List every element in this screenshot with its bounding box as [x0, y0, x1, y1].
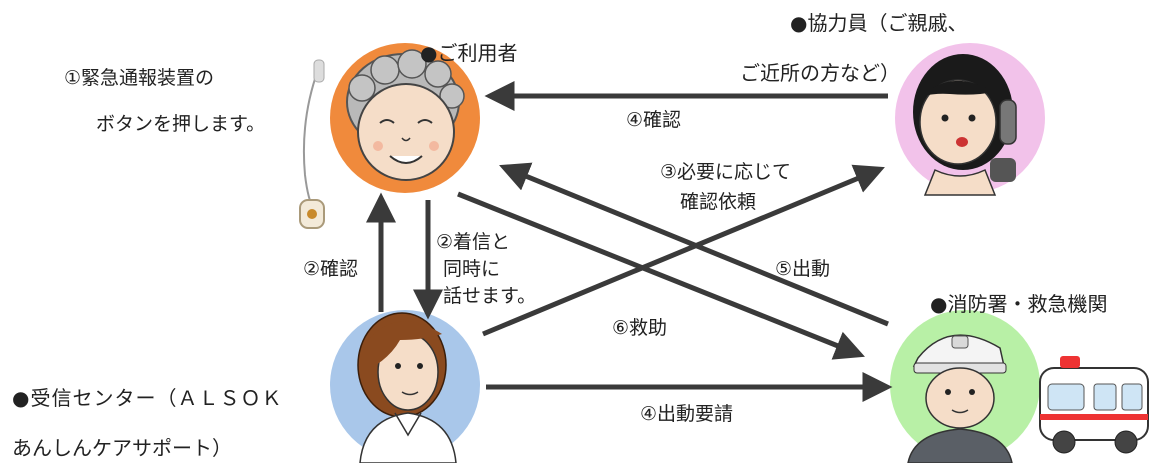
step-incoming-line-3: 話せます。 — [443, 285, 537, 307]
fire-label: ●消防署・救急機関 — [930, 292, 1108, 316]
user-label: ●ご利用者 — [420, 41, 518, 65]
arrow-center-to-cooperator — [482, 164, 885, 337]
note-line-2: ボタンを押します。 — [96, 113, 266, 135]
center-label-line-2: あんしんケアサポート） — [12, 436, 232, 460]
step-confirm-from-cooperator: ④確認 — [626, 109, 682, 131]
step-rescue: ⑥救助 — [612, 317, 668, 339]
arrow-fire-to-user — [499, 162, 889, 327]
center-label-line-1: ●受信センター（ＡＬＳＯＫ — [12, 386, 283, 410]
elderly-woman-icon — [346, 49, 465, 181]
emergency-pendant-icon — [299, 59, 325, 229]
step-incoming-line-1: ②着信と — [436, 231, 511, 253]
step-incoming-line-2: 同時に — [443, 258, 501, 280]
firefighter-ambulance-icon — [907, 334, 1149, 463]
step-dispatch: ⑤出動 — [775, 258, 831, 280]
operator-woman-icon — [357, 312, 457, 463]
step-dispatch-request: ④出動要請 — [640, 403, 734, 425]
woman-on-phone-icon — [913, 54, 1017, 196]
cooperator-label-line-2: ご近所の方など） — [740, 61, 900, 85]
step-confirm-from-center: ②確認 — [303, 258, 359, 280]
cooperator-label-line-1: ●協力員（ご親戚、 — [790, 11, 968, 35]
step-request-line-1: ③必要に応じて — [660, 161, 792, 183]
step-request-line-2: 確認依頼 — [680, 191, 757, 213]
arrow-user-to-fire — [457, 191, 865, 360]
note-line-1: ①緊急通報装置の — [64, 67, 215, 89]
